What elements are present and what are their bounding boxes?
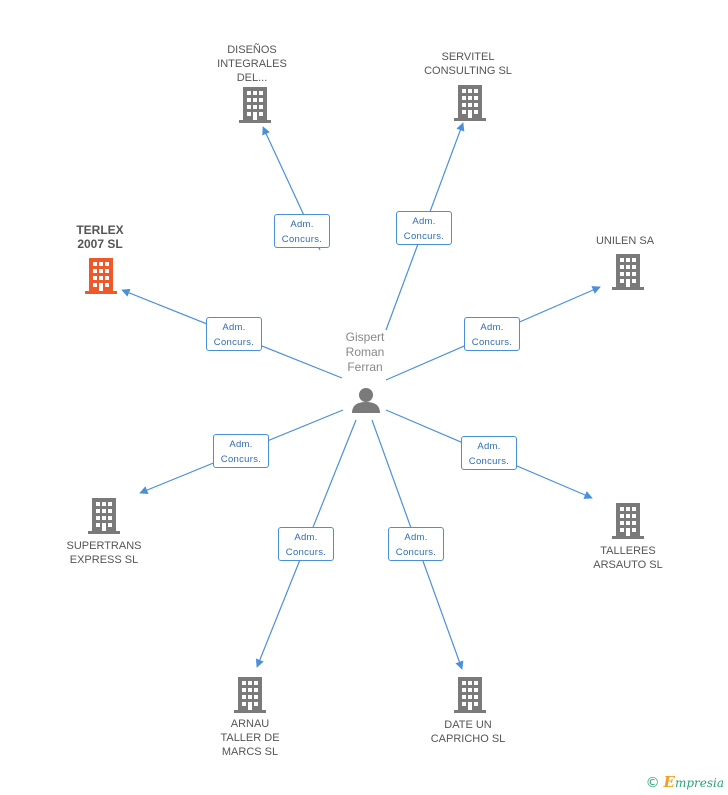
company-label-terlex[interactable]: TERLEX 2007 SL xyxy=(76,223,124,251)
relation-box-terlex[interactable]: Adm. Concurs. xyxy=(206,317,262,351)
company-label-servitel[interactable]: SERVITEL CONSULTING SL xyxy=(424,51,512,77)
building-icon-date[interactable] xyxy=(454,677,486,713)
relation-box-date[interactable]: Adm. Concurs. xyxy=(388,527,444,561)
relation-box-disenos[interactable]: Adm. Concurs. xyxy=(274,214,330,248)
company-label-unilen[interactable]: UNILEN SA xyxy=(595,235,655,247)
company-label-supertrans[interactable]: SUPERTRANS EXPRESS SL xyxy=(66,540,142,566)
building-icon-unilen[interactable] xyxy=(612,254,644,290)
building-icon-talleres[interactable] xyxy=(612,503,644,539)
building-icon-terlex[interactable] xyxy=(85,258,117,294)
relation-box-supertrans[interactable]: Adm. Concurs. xyxy=(213,434,269,468)
footer-brand: © Empresia xyxy=(646,773,724,791)
relation-box-servitel[interactable]: Adm. Concurs. xyxy=(396,211,452,245)
building-icon-arnau[interactable] xyxy=(234,677,266,713)
company-label-talleres[interactable]: TALLERES ARSAUTO SL xyxy=(593,545,663,571)
company-label-disenos[interactable]: DISEÑOS INTEGRALES DEL... xyxy=(217,44,287,84)
center-person-label: Gispert Roman Ferran xyxy=(345,330,385,374)
building-icon-servitel[interactable] xyxy=(454,85,486,121)
brand-name: mpresia xyxy=(674,776,724,790)
copyright-icon: © xyxy=(645,775,660,791)
relation-box-unilen[interactable]: Adm. Concurs. xyxy=(464,317,520,351)
relation-box-talleres[interactable]: Adm. Concurs. xyxy=(461,436,517,470)
building-icon-supertrans[interactable] xyxy=(88,498,120,534)
person-icon[interactable] xyxy=(352,388,380,413)
company-label-date[interactable]: DATE UN CAPRICHO SL xyxy=(430,719,506,745)
building-icon-disenos[interactable] xyxy=(239,87,271,123)
company-label-arnau[interactable]: ARNAU TALLER DE MARCS SL xyxy=(220,718,280,758)
relation-box-arnau[interactable]: Adm. Concurs. xyxy=(278,527,334,561)
brand-initial: E xyxy=(663,773,675,791)
